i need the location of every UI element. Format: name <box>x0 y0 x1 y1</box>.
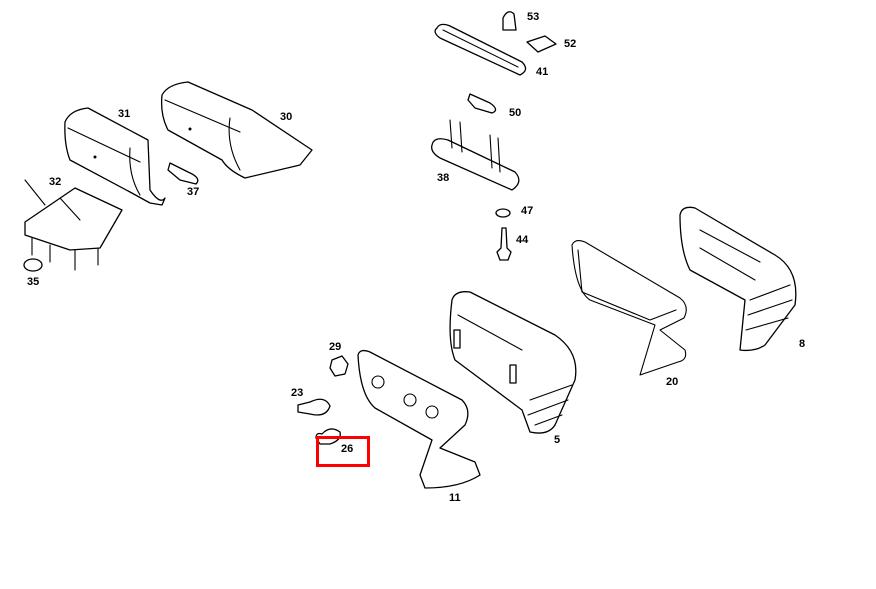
label-29[interactable]: 29 <box>329 341 342 353</box>
label-47[interactable]: 47 <box>521 205 534 217</box>
label-35[interactable]: 35 <box>27 276 40 288</box>
part-47-washer-drawing <box>495 208 511 218</box>
label-32[interactable]: 32 <box>49 176 62 188</box>
part-37-bulb-drawing <box>167 162 199 185</box>
highlight-box-part-26 <box>316 436 370 467</box>
part-8-lens-drawing <box>679 206 797 352</box>
label-44[interactable]: 44 <box>516 234 529 246</box>
label-52[interactable]: 52 <box>564 38 577 50</box>
part-44-screw-drawing <box>496 227 512 261</box>
part-11-carrier-drawing <box>357 349 481 489</box>
label-41[interactable]: 41 <box>536 66 549 78</box>
label-5[interactable]: 5 <box>554 434 561 446</box>
label-20[interactable]: 20 <box>666 376 679 388</box>
label-31[interactable]: 31 <box>118 108 131 120</box>
part-52-nut-drawing <box>526 35 557 53</box>
part-53-clip-drawing <box>502 11 517 31</box>
part-29-nut-drawing <box>329 355 349 377</box>
part-5-lamp-drawing <box>449 291 577 434</box>
label-8[interactable]: 8 <box>799 338 806 350</box>
label-26[interactable]: 26 <box>341 443 354 455</box>
label-11[interactable]: 11 <box>449 492 461 504</box>
label-38[interactable]: 38 <box>437 172 450 184</box>
part-23-bulb-drawing <box>297 398 331 416</box>
part-35-washer-drawing <box>23 258 43 272</box>
label-23[interactable]: 23 <box>291 387 304 399</box>
label-37[interactable]: 37 <box>187 186 200 198</box>
label-50[interactable]: 50 <box>509 107 522 119</box>
part-20-gasket-drawing <box>571 239 687 376</box>
part-30-cover-drawing <box>160 81 313 179</box>
part-41-gasket-drawing <box>434 23 527 76</box>
label-53[interactable]: 53 <box>527 11 540 23</box>
label-30[interactable]: 30 <box>280 111 293 123</box>
part-38-lampholder-drawing <box>431 119 520 191</box>
part-31-cover-drawing <box>64 107 166 206</box>
part-50-bulb-drawing <box>467 93 497 114</box>
part-32-holder-drawing <box>24 179 123 271</box>
